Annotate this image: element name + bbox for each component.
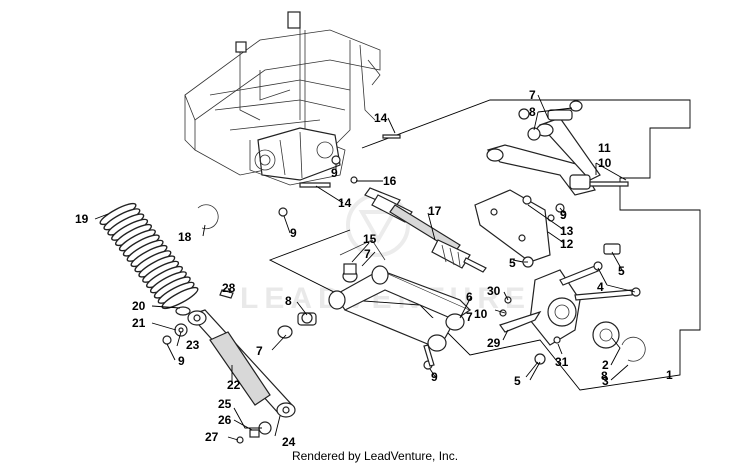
callout-20: 20	[132, 299, 146, 313]
callout-7b: 7	[364, 247, 371, 261]
callout-6: 6	[466, 290, 473, 304]
callout-8c: 8	[601, 369, 608, 383]
callout-7a: 7	[529, 88, 536, 102]
callout-31: 31	[555, 355, 569, 369]
guard-plate	[474, 189, 551, 263]
callout-7c: 7	[256, 344, 263, 358]
callout-10b: 10	[474, 307, 488, 321]
callout-16: 16	[383, 174, 397, 188]
callout-24: 24	[282, 435, 296, 449]
callout-9e: 9	[431, 370, 438, 384]
shock-absorber	[187, 309, 296, 418]
spring-coil	[161, 286, 199, 310]
bushings	[277, 312, 317, 339]
callout-29: 29	[487, 336, 501, 350]
footer-credit: Rendered by LeadVenture, Inc.	[291, 449, 459, 463]
callout-11: 11	[598, 141, 611, 155]
callout-10a: 10	[598, 156, 612, 170]
frame-assembly	[184, 11, 381, 186]
callout-15: 15	[363, 232, 377, 246]
callout-9c: 9	[560, 208, 567, 222]
callout-labels: 1 2 3 4 5 5 5 6 7 7 7 7 8 8 8 9 9 9 9 9 …	[75, 88, 673, 449]
callout-9a: 9	[331, 166, 338, 180]
callout-5c: 5	[514, 374, 521, 388]
callout-21: 21	[132, 316, 146, 330]
callout-4: 4	[597, 280, 604, 294]
misc-hardware	[197, 134, 565, 370]
callout-14b: 14	[338, 196, 352, 210]
callout-2: 2	[602, 358, 609, 372]
callout-19: 19	[75, 212, 89, 226]
coil-spring	[99, 202, 199, 310]
callout-9d: 9	[178, 354, 185, 368]
callout-14a: 14	[374, 111, 388, 125]
upper-a-arm	[486, 100, 629, 196]
callout-12: 12	[560, 237, 574, 251]
callout-22: 22	[227, 378, 241, 392]
callout-27: 27	[205, 430, 219, 444]
callout-9b: 9	[290, 226, 297, 240]
callout-25: 25	[218, 397, 232, 411]
callout-8b: 8	[285, 294, 292, 308]
callout-1: 1	[666, 368, 673, 382]
callout-5b: 5	[509, 256, 516, 270]
callout-leaders	[94, 94, 636, 441]
callout-30: 30	[487, 284, 501, 298]
callout-3: 3	[602, 374, 609, 388]
callout-13: 13	[560, 224, 574, 238]
callout-28: 28	[222, 281, 236, 295]
callout-5a: 5	[618, 264, 625, 278]
callout-9f: 9	[560, 208, 567, 222]
callout-8a: 8	[529, 105, 536, 119]
callout-26: 26	[218, 413, 232, 427]
callout-17: 17	[428, 204, 442, 218]
callout-23: 23	[186, 338, 200, 352]
drive-axle	[350, 176, 487, 273]
callout-7d: 7	[466, 310, 473, 324]
lower-a-arm	[328, 239, 472, 352]
callout-18: 18	[178, 230, 192, 244]
knuckle-hub	[499, 243, 646, 365]
